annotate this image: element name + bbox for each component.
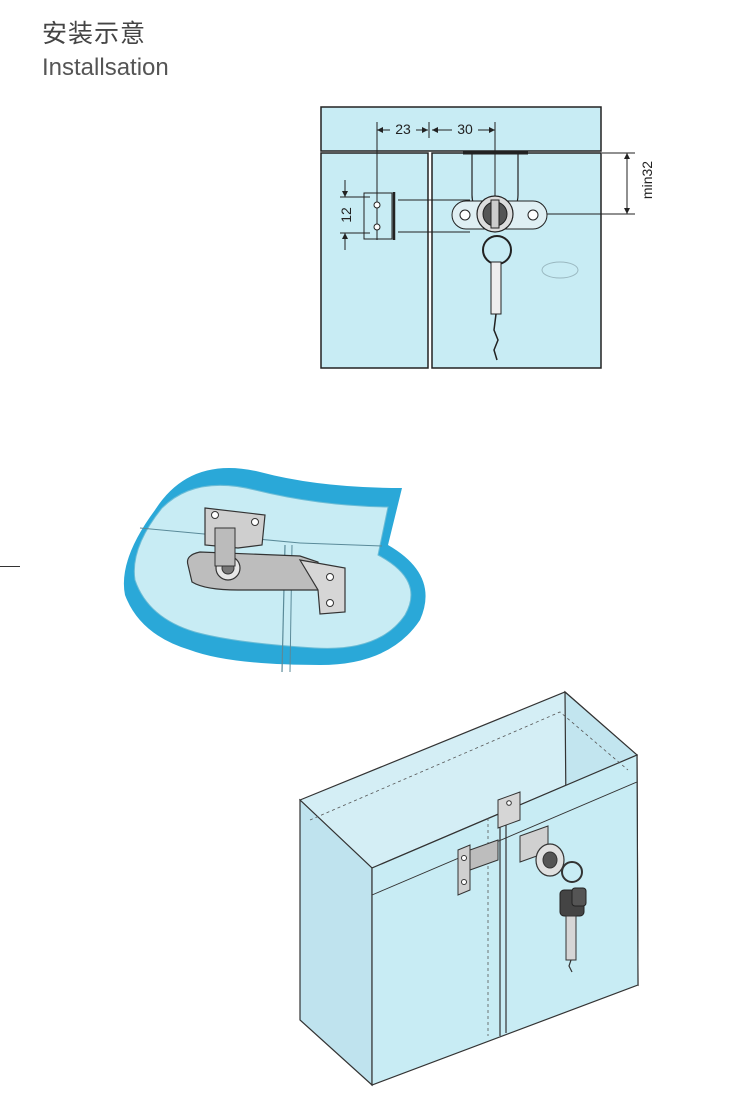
dim-label-30: 30 — [457, 121, 473, 137]
installation-dimension-drawing: 23 30 12 min32 — [320, 106, 655, 369]
dim-label-12: 12 — [338, 207, 354, 223]
section-title-en: Installsation — [42, 54, 169, 81]
glass-door-latch-illustration — [123, 467, 426, 673]
dim-label-23: 23 — [395, 121, 411, 137]
section-title-cn: 安装示意 — [42, 19, 147, 48]
glass-cabinet-illustration — [298, 690, 639, 1087]
margin-tick — [0, 566, 20, 567]
dim-label-min32: min32 — [639, 161, 655, 199]
